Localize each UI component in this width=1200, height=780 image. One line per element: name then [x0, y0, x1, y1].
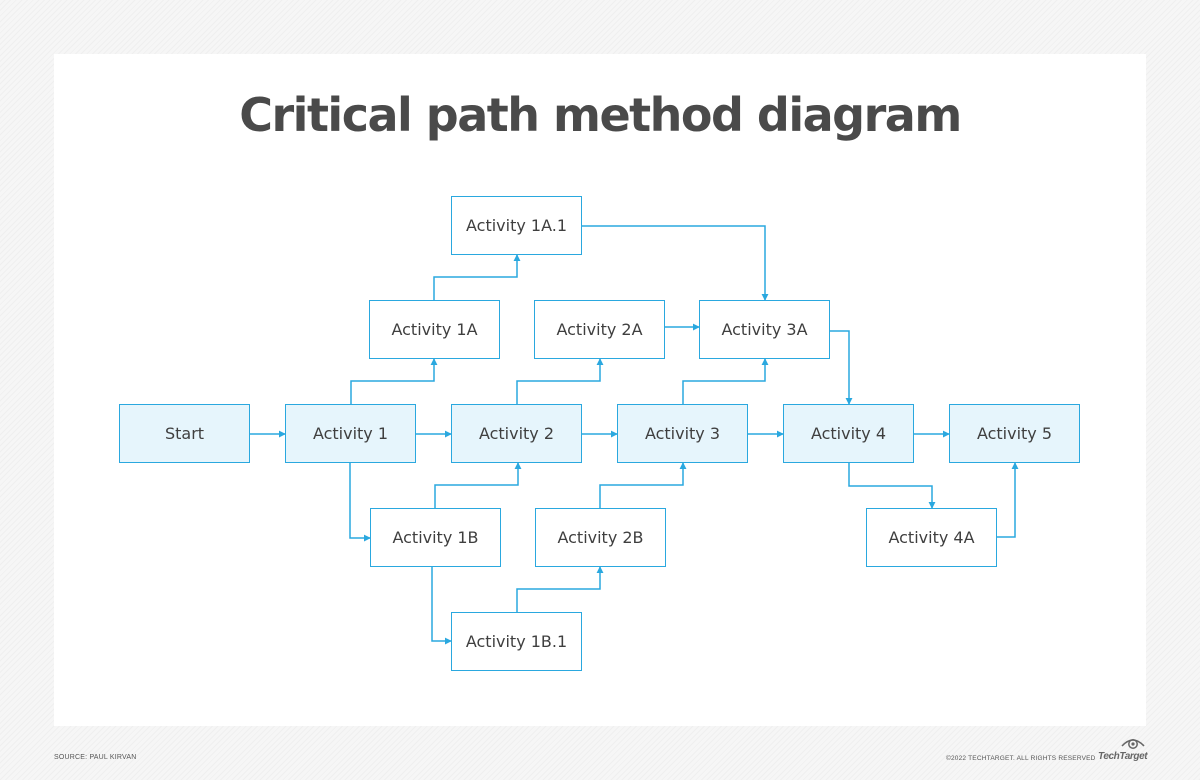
- connector-a1a1-to-a3a: [582, 225, 769, 301]
- node-label: Activity 1A.1: [465, 216, 568, 235]
- node-label: Activity 2: [478, 424, 555, 443]
- node-label: Activity 2A: [556, 320, 643, 339]
- node-label: Activity 4: [810, 424, 887, 443]
- connector-a1b-to-a1b1: [431, 567, 452, 645]
- node-label: Activity 1B: [392, 528, 479, 547]
- brand-name: TechTarget: [1098, 751, 1148, 762]
- node-activity-3a: Activity 3A: [699, 300, 830, 359]
- node-activity-4: Activity 4: [783, 404, 914, 463]
- copyright-notice: ©2022 TECHTARGET. ALL RIGHTS RESERVED: [946, 755, 1096, 762]
- node-start: Start: [119, 404, 250, 463]
- connector-a2b-to-a3: [599, 462, 687, 508]
- node-label: Activity 3: [644, 424, 721, 443]
- node-activity-3: Activity 3: [617, 404, 748, 463]
- connector-a1b1-to-a2b: [516, 566, 604, 612]
- source-credit: SOURCE: PAUL KIRVAN: [54, 754, 137, 761]
- node-label: Activity 1: [312, 424, 389, 443]
- diagram-card: [54, 54, 1146, 726]
- node-activity-2a: Activity 2A: [534, 300, 665, 359]
- node-activity-4a: Activity 4A: [866, 508, 997, 567]
- connector-a3-to-a3a: [682, 358, 769, 404]
- connector-a4a-to-a5: [997, 462, 1019, 538]
- connector-a1a-to-a1a1: [433, 254, 521, 300]
- node-label: Start: [164, 424, 205, 443]
- node-activity-1a: Activity 1A: [369, 300, 500, 359]
- connector-a1-to-a1b: [349, 463, 371, 542]
- node-label: Activity 1A: [391, 320, 478, 339]
- node-activity-1b-1: Activity 1B.1: [451, 612, 582, 671]
- node-label: Activity 4A: [888, 528, 975, 547]
- node-label: Activity 1B.1: [465, 632, 568, 651]
- node-activity-1a-1: Activity 1A.1: [451, 196, 582, 255]
- node-label: Activity 3A: [721, 320, 808, 339]
- node-activity-5: Activity 5: [949, 404, 1080, 463]
- connector-a1b-to-a2: [434, 462, 522, 508]
- connector-a4-to-a4a: [848, 463, 936, 509]
- connector-a1-to-a1a: [350, 358, 438, 404]
- node-label: Activity 5: [976, 424, 1053, 443]
- node-activity-2b: Activity 2B: [535, 508, 666, 567]
- connector-a3a-to-a4: [830, 330, 853, 405]
- diagram-title: Critical path method diagram: [239, 88, 962, 142]
- node-activity-2: Activity 2: [451, 404, 582, 463]
- eye-icon: [1121, 739, 1145, 749]
- techtarget-logo: TechTarget: [1098, 736, 1148, 766]
- node-label: Activity 2B: [557, 528, 644, 547]
- node-activity-1b: Activity 1B: [370, 508, 501, 567]
- connector-a2-to-a2a: [516, 358, 604, 404]
- node-activity-1: Activity 1: [285, 404, 416, 463]
